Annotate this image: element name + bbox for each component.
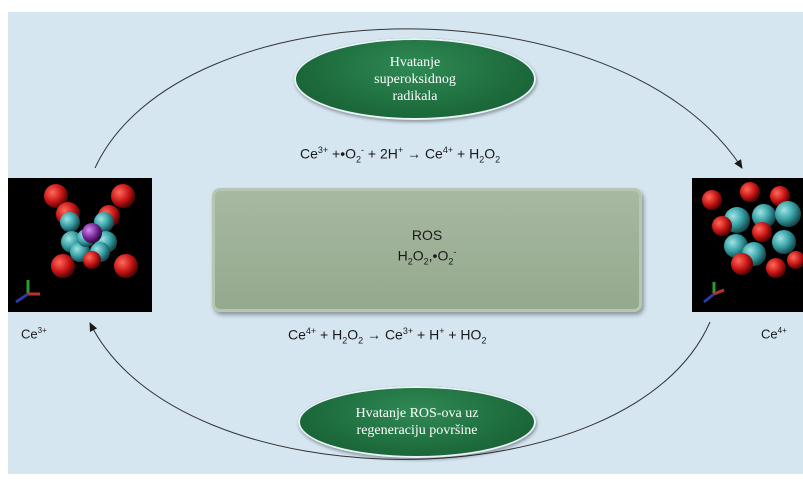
ros-box: ROS H2O2,•O2- bbox=[212, 188, 642, 312]
lower-cycle-arrow bbox=[89, 321, 711, 460]
superoxide-scavenging-oval: Hvatanje superoksidnog radikala bbox=[294, 38, 536, 120]
ros-species: H2O2,•O2- bbox=[397, 247, 457, 267]
ce3-molecule-image bbox=[8, 178, 152, 312]
ce4-molecule-image bbox=[692, 178, 803, 312]
top-oval-line2: superoksidnog bbox=[374, 71, 456, 87]
ce3-label: Ce3+ bbox=[21, 326, 47, 342]
ros-scavenging-oval: Hvatanje ROS-ova uz regeneraciju površin… bbox=[298, 386, 536, 458]
top-oval-line3: radikala bbox=[392, 88, 438, 104]
ros-title: ROS bbox=[411, 227, 443, 243]
bottom-oval-line2: regeneraciju površine bbox=[356, 423, 478, 438]
ce4-molecule-render bbox=[702, 182, 803, 304]
ce3-molecule-render bbox=[15, 184, 138, 304]
upper-reaction-equation: Ce3+ +•O2- + 2H+ → Ce4+ + H2O2 bbox=[300, 145, 501, 165]
ce4-label: Ce4+ bbox=[761, 326, 787, 342]
upper-cycle-arrow bbox=[94, 28, 743, 169]
bottom-oval-line1: Hvatanje ROS-ova uz bbox=[355, 406, 479, 421]
top-oval-line1: Hvatanje bbox=[389, 54, 441, 70]
lower-reaction-equation: Ce4+ + H2O2 → Ce3+ + H+ + HO2 bbox=[288, 326, 487, 346]
